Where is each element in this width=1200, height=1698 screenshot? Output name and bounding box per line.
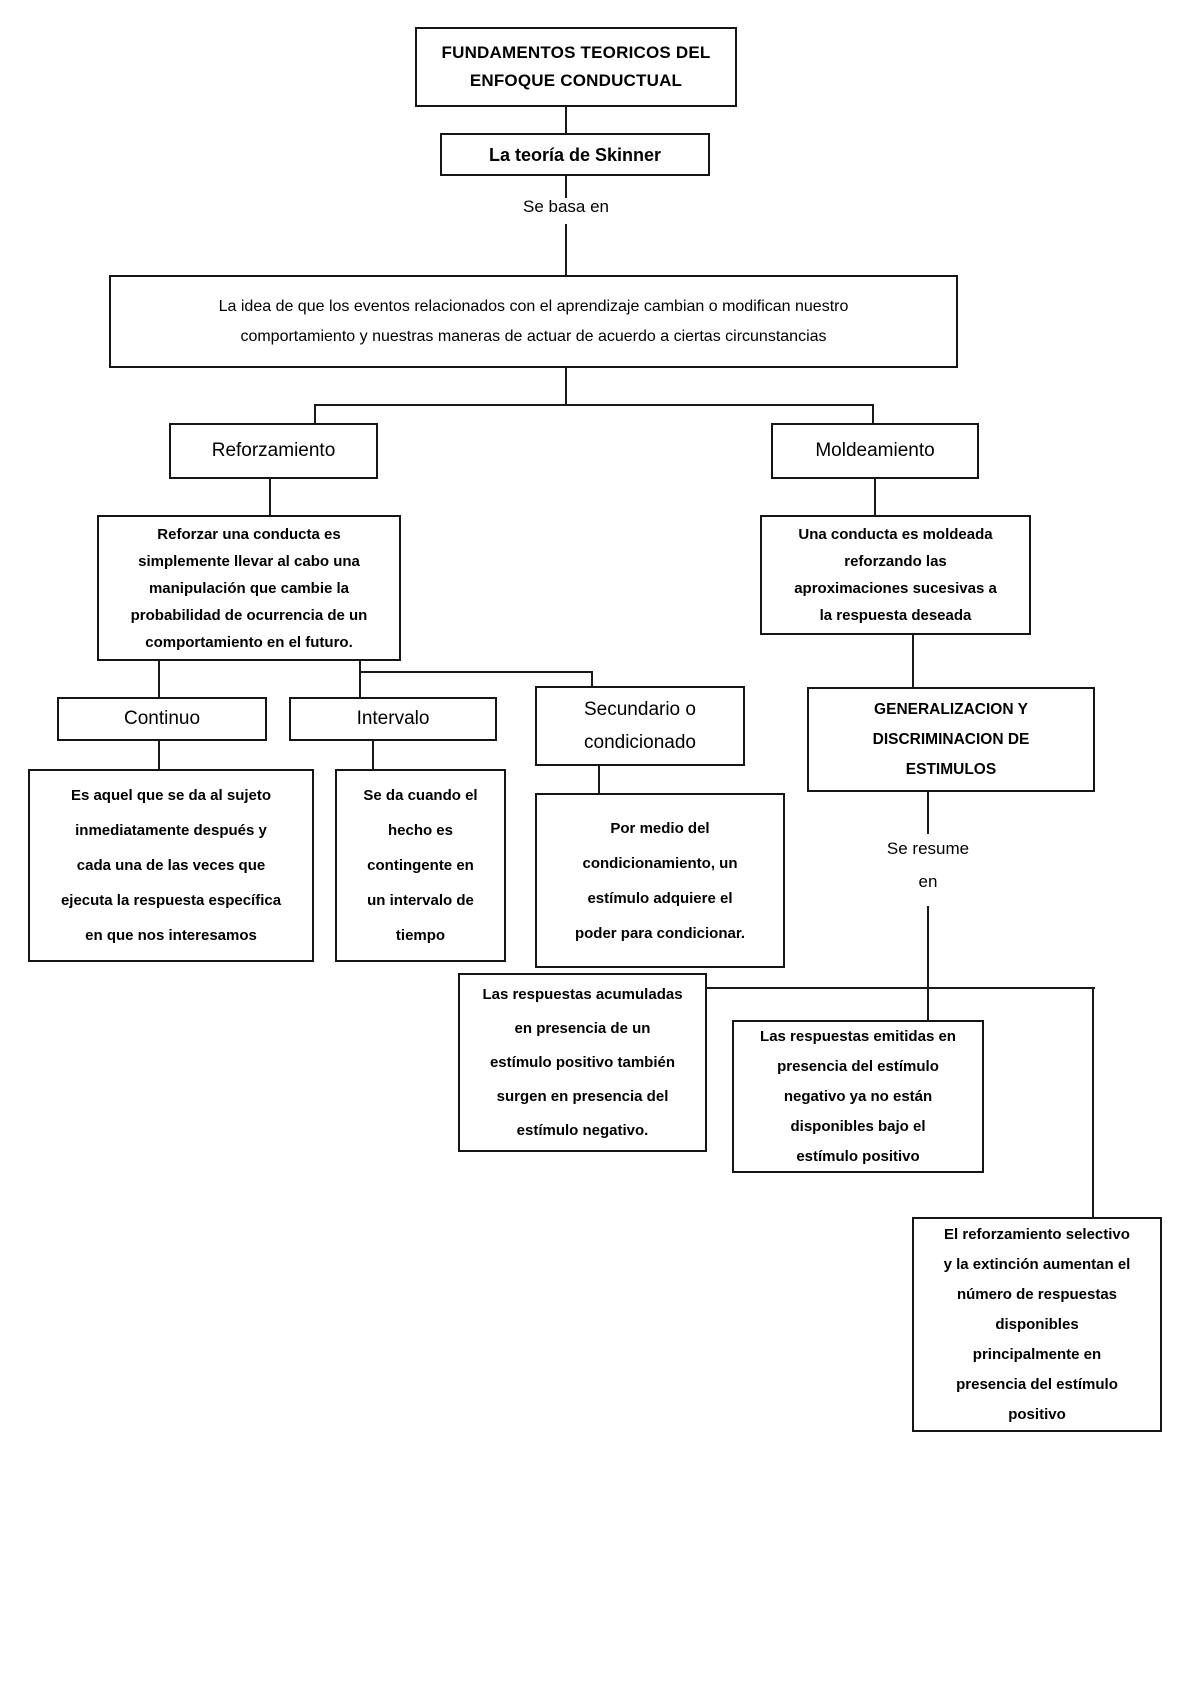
connector-line xyxy=(598,766,600,793)
generalizacion-discriminacion-box: GENERALIZACION Y DISCRIMINACION DE ESTIM… xyxy=(807,687,1095,792)
continuo-box: Continuo xyxy=(57,697,267,741)
root-title-box: FUNDAMENTOS TEORICOS DEL ENFOQUE CONDUCT… xyxy=(415,27,737,107)
resumen-reforzamiento-selectivo-box: El reforzamiento selectivo y la extinció… xyxy=(912,1217,1162,1432)
se-basa-en-label: Se basa en xyxy=(522,197,610,216)
connector-line xyxy=(158,741,160,769)
reforzamiento-box: Reforzamiento xyxy=(169,423,378,479)
connector-line xyxy=(927,792,929,834)
connector-line xyxy=(359,671,593,673)
connector-line xyxy=(269,479,271,515)
reforzamiento-description-box: Reforzar una conducta es simplemente lle… xyxy=(97,515,401,661)
connector-line xyxy=(372,741,374,769)
moldeamiento-box: Moldeamiento xyxy=(771,423,979,479)
intervalo-description-box: Se da cuando el hecho es contingente en … xyxy=(335,769,506,962)
main-idea-box: La idea de que los eventos relacionados … xyxy=(109,275,958,368)
connector-line xyxy=(314,404,874,406)
se-resume-label: Se resume xyxy=(886,839,970,858)
connector-line xyxy=(565,176,567,198)
continuo-description-box: Es aquel que se da al sujeto inmediatame… xyxy=(28,769,314,962)
secundario-box: Secundario o condicionado xyxy=(535,686,745,766)
secundario-description-box: Por medio del condicionamiento, un estím… xyxy=(535,793,785,968)
connector-line xyxy=(927,906,929,1020)
moldeamiento-description-box: Una conducta es moldeada reforzando las … xyxy=(760,515,1031,635)
connector-line xyxy=(591,671,593,686)
connector-line xyxy=(912,635,914,687)
connector-line xyxy=(158,661,160,697)
resumen-acumuladas-box: Las respuestas acumuladas en presencia d… xyxy=(458,973,707,1152)
connector-line xyxy=(359,661,361,697)
intervalo-box: Intervalo xyxy=(289,697,497,741)
connector-line xyxy=(1092,987,1094,1217)
en-label: en xyxy=(918,872,938,891)
connector-line xyxy=(706,987,1095,989)
resumen-emitidas-box: Las respuestas emitidas en presencia del… xyxy=(732,1020,984,1173)
connector-line xyxy=(565,224,567,275)
connector-line xyxy=(565,368,567,405)
connector-line xyxy=(565,107,567,133)
connector-line xyxy=(314,404,316,423)
connector-line xyxy=(872,404,874,423)
connector-line xyxy=(874,479,876,515)
skinner-theory-box: La teoría de Skinner xyxy=(440,133,710,176)
